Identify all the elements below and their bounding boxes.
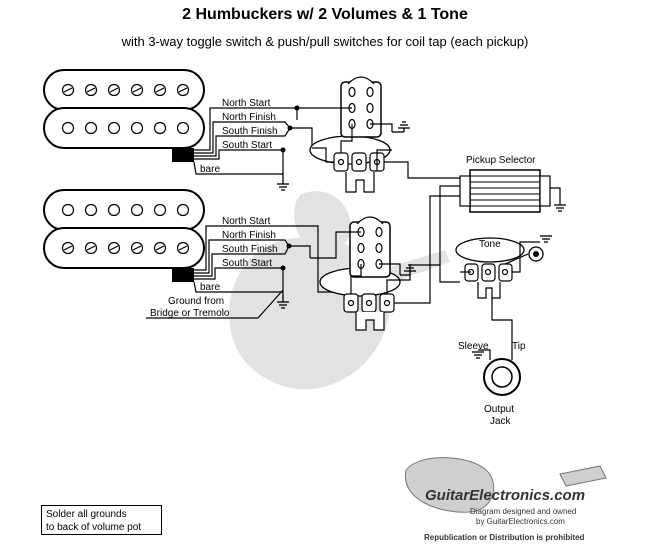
bridge-lead-labels: North Start North Finish South Finish So… [200, 216, 278, 293]
neck-lead-labels: North Start North Finish South Finish So… [200, 98, 278, 175]
neck-lead-label: South Start [222, 140, 272, 151]
neck-pickup [43, 69, 205, 162]
output-jack-label: Jack [490, 416, 512, 427]
bridge-pickup [43, 189, 205, 282]
neck-lead-label: South Finish [222, 126, 278, 137]
brand-logo-text: GuitarElectronics.com [425, 487, 585, 504]
ground-symbol [400, 264, 416, 276]
ground-symbol [554, 204, 566, 212]
solder-dots [280, 105, 300, 153]
tone-wiring [460, 241, 540, 273]
ground-symbol [277, 175, 289, 191]
tip-label: Tip [512, 341, 526, 352]
neck-pot-wiring [297, 107, 470, 179]
bridge-pot-lugs [343, 293, 395, 313]
selector-wiring [439, 185, 561, 283]
neck-screw-poles [61, 121, 190, 135]
ground-symbol [540, 235, 552, 243]
neck-volume-pot [309, 76, 391, 193]
ground-label: Bridge or Tremolo [150, 308, 230, 319]
sleeve-label: Sleeve [458, 341, 489, 352]
diagram-title: 2 Humbuckers w/ 2 Volumes & 1 Tone [182, 6, 468, 23]
output-jack [478, 345, 521, 396]
bridge-lead-label: South Finish [222, 244, 278, 255]
pickup-selector-label: Pickup Selector [466, 155, 536, 166]
ground-symbol [472, 351, 484, 359]
brand-logo: GuitarElectronics.com [404, 457, 607, 513]
diagram-subtitle: with 3-way toggle switch & push/pull swi… [121, 34, 529, 49]
ground-symbol [392, 121, 410, 133]
bridge-volume-pot [319, 216, 401, 331]
tone-pot-lugs [464, 263, 513, 282]
neck-slug-poles [61, 83, 190, 97]
brand-credit: Diagram designed and owned [470, 507, 576, 516]
tone-pot [455, 237, 544, 299]
solder-dots [280, 243, 292, 271]
ground-note-line: Solder all grounds [46, 509, 127, 520]
bridge-lead-label: North Start [222, 216, 271, 227]
bridge-slug-poles [61, 241, 190, 255]
bridge-pot-wiring [310, 195, 470, 304]
neck-leads [193, 107, 313, 175]
bridge-dpdt-switch [349, 221, 391, 278]
bridge-lead-label: North Finish [222, 230, 276, 241]
neck-south-coil [43, 107, 205, 149]
ground-label: Ground from [168, 296, 224, 307]
neck-cable-exit [172, 148, 194, 162]
ground-symbol [277, 294, 289, 309]
bridge-ground-wire [146, 289, 284, 319]
bridge-leads [193, 225, 345, 294]
bridge-bare-label: bare [200, 282, 220, 293]
brand-credit: by GuitarElectronics.com [476, 517, 565, 526]
neck-lead-label: North Finish [222, 112, 276, 123]
bridge-lead-label: South Start [222, 258, 272, 269]
jack-wiring [491, 298, 513, 345]
output-jack-label: Output [484, 404, 514, 415]
neck-lead-label: North Start [222, 98, 271, 109]
tone-label: Tone [479, 239, 501, 250]
bridge-screw-poles [61, 203, 190, 217]
brand-copyright: Republication or Distribution is prohibi… [424, 533, 585, 542]
bridge-cable-exit [172, 268, 194, 282]
pickup-selector-switch [459, 169, 551, 213]
bridge-south-coil [43, 227, 205, 269]
ground-note: Solder all grounds to back of volume pot [41, 505, 162, 535]
neck-dpdt-switch [340, 81, 382, 138]
neck-bare-label: bare [200, 164, 220, 175]
ground-note-line: to back of volume pot [46, 522, 142, 533]
